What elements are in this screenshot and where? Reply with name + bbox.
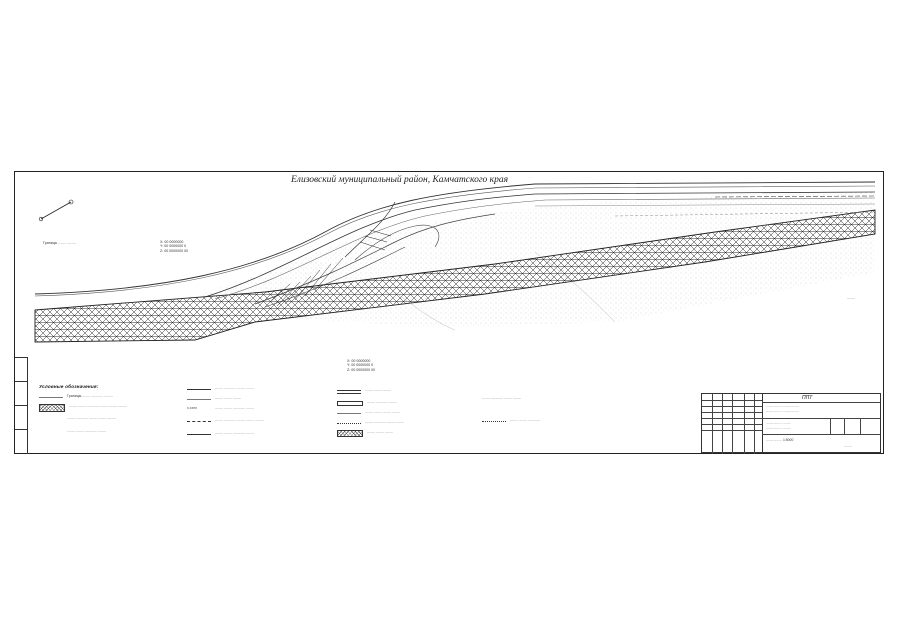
legend-item: ........ ........ ........ bbox=[187, 396, 241, 400]
legend-item: ........ ........ ........ bbox=[337, 388, 391, 394]
north-arrow-icon bbox=[38, 199, 74, 222]
legend-item: ........ ............ ........ ........ bbox=[482, 396, 521, 400]
legend-item: ........ ........ ............ ........ bbox=[67, 429, 106, 433]
title-block-stamp: ППТ ........ ........ ........ ........ … bbox=[701, 393, 881, 454]
legend-item: ........ ............ ........ bbox=[337, 400, 397, 406]
legend-item: ........ ........ ............ bbox=[482, 418, 540, 422]
legend-item: ........ ........ ........ bbox=[337, 430, 393, 437]
coord-block-upper: X: 00 0000000 Y: 00 0000000 0 Z: 00 0000… bbox=[160, 240, 189, 253]
document-code: ППТ bbox=[802, 395, 813, 401]
junction-markings bbox=[269, 229, 392, 307]
legend: Условные обозначения: Границы ........ .… bbox=[37, 384, 693, 454]
legend-item: ........ ........ ............ ........ … bbox=[39, 404, 127, 412]
legend-item: ........ ............ ........ ........ bbox=[187, 386, 254, 390]
site-plan-map bbox=[34, 181, 876, 343]
legend-item: ........ ........ ............ ........ bbox=[187, 431, 254, 435]
stamp-grid bbox=[702, 394, 763, 454]
legend-item: ........ ........ ........ ........ bbox=[337, 410, 400, 414]
legend-item: x.xxxx ........ ........ ............ ..… bbox=[187, 406, 254, 410]
legend-item: ........ ............ ........ ........ … bbox=[67, 416, 116, 420]
road-upper bbox=[34, 181, 876, 295]
sheet-title: Елизовский муниципальный район, Камчатск… bbox=[291, 175, 509, 185]
coord-block-lower: X: 00 0000000 Y: 00 0000000 0 Z: 00 0000… bbox=[347, 359, 376, 372]
drawing-sheet: Елизовский муниципальный район, Камчатск… bbox=[14, 171, 884, 454]
legend-item: ........ ............ ........ ........ … bbox=[187, 418, 264, 422]
legend-item: ........ ............ ........ ........ bbox=[337, 420, 404, 424]
binding-strip bbox=[15, 357, 28, 454]
west-label: Граница ........ ......... bbox=[43, 241, 76, 245]
hatched-corridor bbox=[34, 209, 876, 343]
east-label: ........ bbox=[847, 296, 855, 300]
legend-title: Условные обозначения: bbox=[39, 384, 99, 389]
legend-item: Границы ........ ............ ......... bbox=[39, 394, 113, 398]
